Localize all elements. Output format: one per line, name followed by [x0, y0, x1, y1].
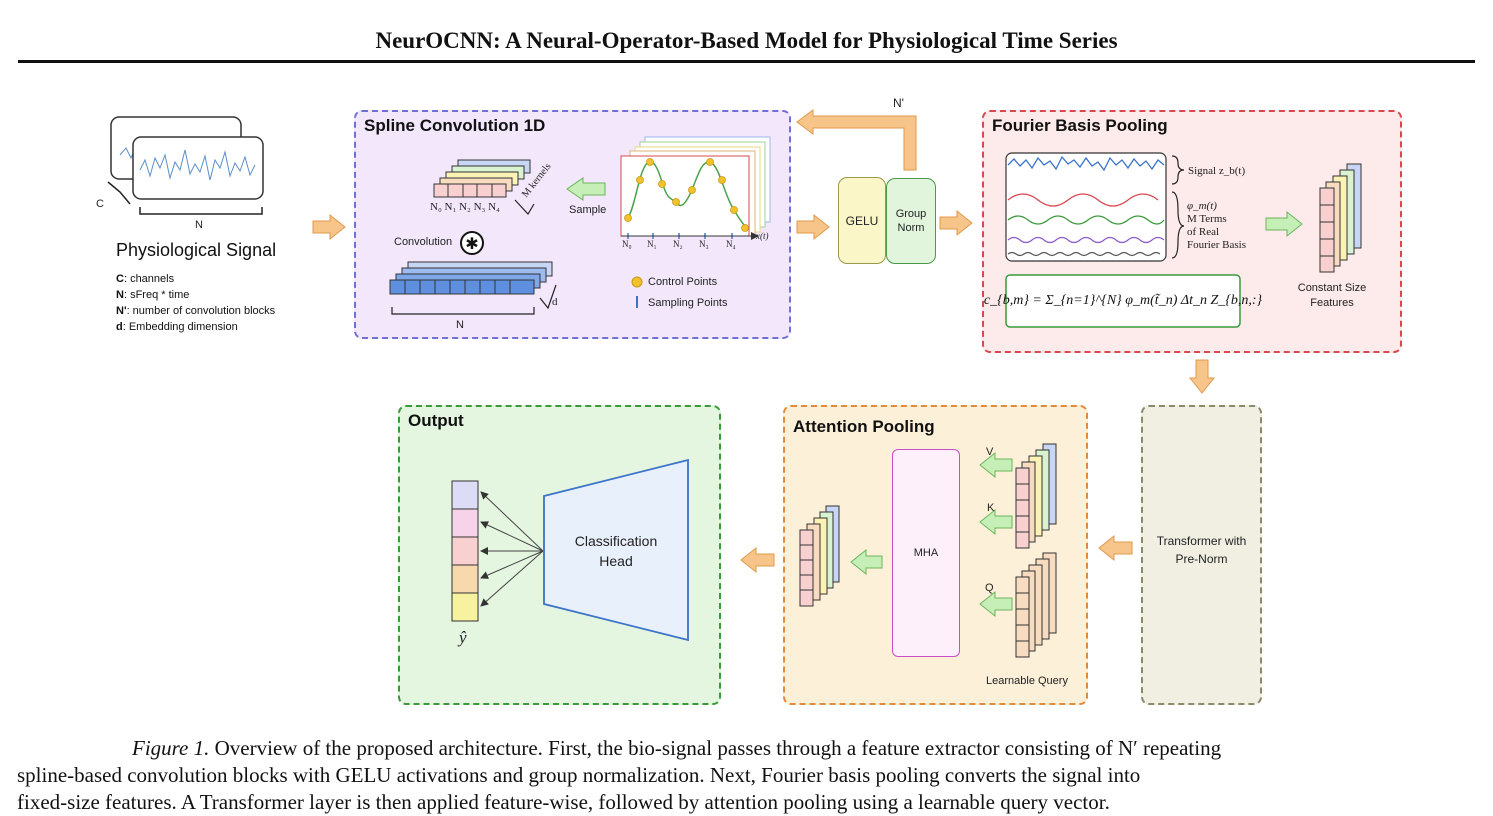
attention-pooling-title: Attention Pooling — [793, 417, 935, 436]
basis-wave-2 — [1007, 215, 1165, 225]
signal-name: Physiological Signal — [116, 240, 277, 260]
fourier-wave-box — [1005, 152, 1167, 262]
convolution-operator — [460, 231, 484, 255]
feature-stack-fourier — [1319, 163, 1362, 273]
arrow-k-to-mha — [979, 508, 1013, 536]
k-label: K — [987, 502, 995, 514]
svg-text:✱: ✱ — [465, 234, 478, 253]
legend-row-d: d: Embedding dimension — [116, 321, 238, 333]
spline-plot-stack — [620, 136, 771, 240]
output-title: Output — [408, 411, 464, 430]
transformer-label: Transformer with Pre-Norm — [1156, 534, 1247, 566]
basis-label-line-2: M Terms — [1187, 213, 1227, 225]
classification-head-label: Classification Head — [574, 533, 658, 569]
arrow-fourier-to-transformer — [1188, 359, 1216, 394]
embed-d-label: d — [552, 296, 558, 308]
n-label: N — [195, 219, 203, 231]
title-rule — [18, 60, 1475, 63]
head-arrows — [480, 491, 544, 607]
arrow-norm-to-fourier — [939, 209, 973, 237]
caption-line-3: fixed-size features. A Transformer layer… — [17, 790, 1110, 814]
plot-tick-1: N₁ — [647, 239, 657, 249]
plot-tick-4: N₄ — [726, 239, 736, 249]
basis-wave-1 — [1007, 193, 1159, 207]
sample-arrow — [566, 177, 606, 201]
arrow-signal-to-spline — [312, 213, 346, 241]
plot-xlabel: x(t) — [756, 231, 769, 241]
sample-label: Sample — [569, 204, 607, 216]
learnable-query-label: Learnable Query — [986, 675, 1068, 687]
attention-output-stack — [799, 505, 840, 607]
arrow-transformer-to-attention — [1098, 534, 1133, 562]
embed-n-label: N — [456, 319, 464, 331]
arrow-basis-to-features — [1265, 210, 1303, 238]
legend-row-c: C: channels — [116, 273, 175, 285]
basis-wave-4 — [1007, 251, 1161, 257]
n-brace — [139, 207, 263, 215]
gelu-block: GELU — [838, 177, 886, 264]
formula-box — [1005, 274, 1241, 328]
kernel-ticks: N₀ N₁ N₂ N₃ N₄ — [430, 201, 500, 213]
embedding-stack — [389, 261, 553, 295]
q-label: Q — [985, 582, 994, 594]
value-stack — [1015, 443, 1057, 549]
signal-legend: C: channels N: sFreq * time N': number o… — [116, 271, 275, 335]
embed-d-brace — [539, 284, 557, 310]
legend-control-label: Control Points — [648, 276, 718, 288]
signal-window-front — [132, 136, 264, 200]
arrow-q-to-mha — [979, 590, 1013, 618]
basis-wave-3 — [1007, 236, 1165, 244]
spline-conv-title: Spline Convolution 1D — [364, 116, 546, 135]
basis-label-line-4: Fourier Basis — [1187, 239, 1246, 251]
control-points — [624, 158, 749, 232]
basis-label-line-3: of Real — [1187, 226, 1220, 238]
arrow-attention-to-output — [740, 546, 775, 574]
arrow-mha-to-output — [850, 548, 883, 576]
plot-tick-2: N₂ — [673, 239, 683, 249]
v-label: V — [986, 446, 994, 458]
mha-block: MHA — [892, 449, 960, 657]
fourier-signal-label: Signal z_b(t) — [1188, 165, 1246, 177]
fourier-formula: c_{b,m} = Σ_{n=1}^{N} φ_m(t̃_n) Δt_n Z_{… — [983, 293, 1263, 308]
fourier-pooling-title: Fourier Basis Pooling — [992, 116, 1168, 135]
figure-caption: Figure 1. Overview of the proposed archi… — [17, 735, 1477, 816]
transformer-panel — [1141, 405, 1262, 705]
m-kernels-brace — [514, 199, 535, 215]
legend-row-nprime: N': number of convolution blocks — [116, 305, 276, 317]
legend-sampling-label: Sampling Points — [648, 297, 728, 309]
kernel-row-1 — [433, 183, 507, 198]
constant-size-features-label: Constant Size Features — [1297, 282, 1367, 309]
page-title: NeurOCNN: A Neural-Operator-Based Model … — [375, 28, 1118, 53]
signal-wave — [1007, 155, 1165, 172]
legend-control-marker — [631, 276, 643, 288]
plot-tick-0: N₀ — [622, 239, 632, 249]
loop-arrow — [796, 109, 917, 171]
fourier-basis-label: φ_m(t) M Terms of Real Fourier Basis — [1187, 200, 1246, 252]
classification-head-shape — [543, 458, 689, 642]
plot-tick-3: N₃ — [699, 239, 709, 249]
convolution-label: Convolution — [394, 236, 453, 248]
basis-brace — [1171, 191, 1185, 259]
embed-n-brace — [391, 307, 535, 315]
caption-label: Figure 1. — [132, 736, 210, 760]
signal-brace — [1171, 155, 1185, 185]
arrow-spline-to-gelu — [796, 213, 830, 241]
spline-kernel-stack — [433, 159, 531, 198]
c-label: C — [96, 198, 104, 210]
legend-row-n: N: sFreq * time — [116, 289, 190, 301]
arrow-v-to-mha — [979, 451, 1013, 479]
loop-label: N' — [893, 96, 904, 110]
group-norm-block: Group Norm — [886, 178, 936, 264]
c-brace — [107, 181, 131, 205]
output-vector — [451, 480, 479, 622]
basis-label-line-1: φ_m(t) — [1187, 200, 1217, 212]
caption-line-1: Figure 1. Overview of the proposed archi… — [132, 736, 1222, 760]
y-hat-label: ŷ — [459, 628, 467, 647]
query-stack — [1015, 552, 1057, 658]
caption-line-2: spline-based convolution blocks with GEL… — [17, 763, 1141, 787]
